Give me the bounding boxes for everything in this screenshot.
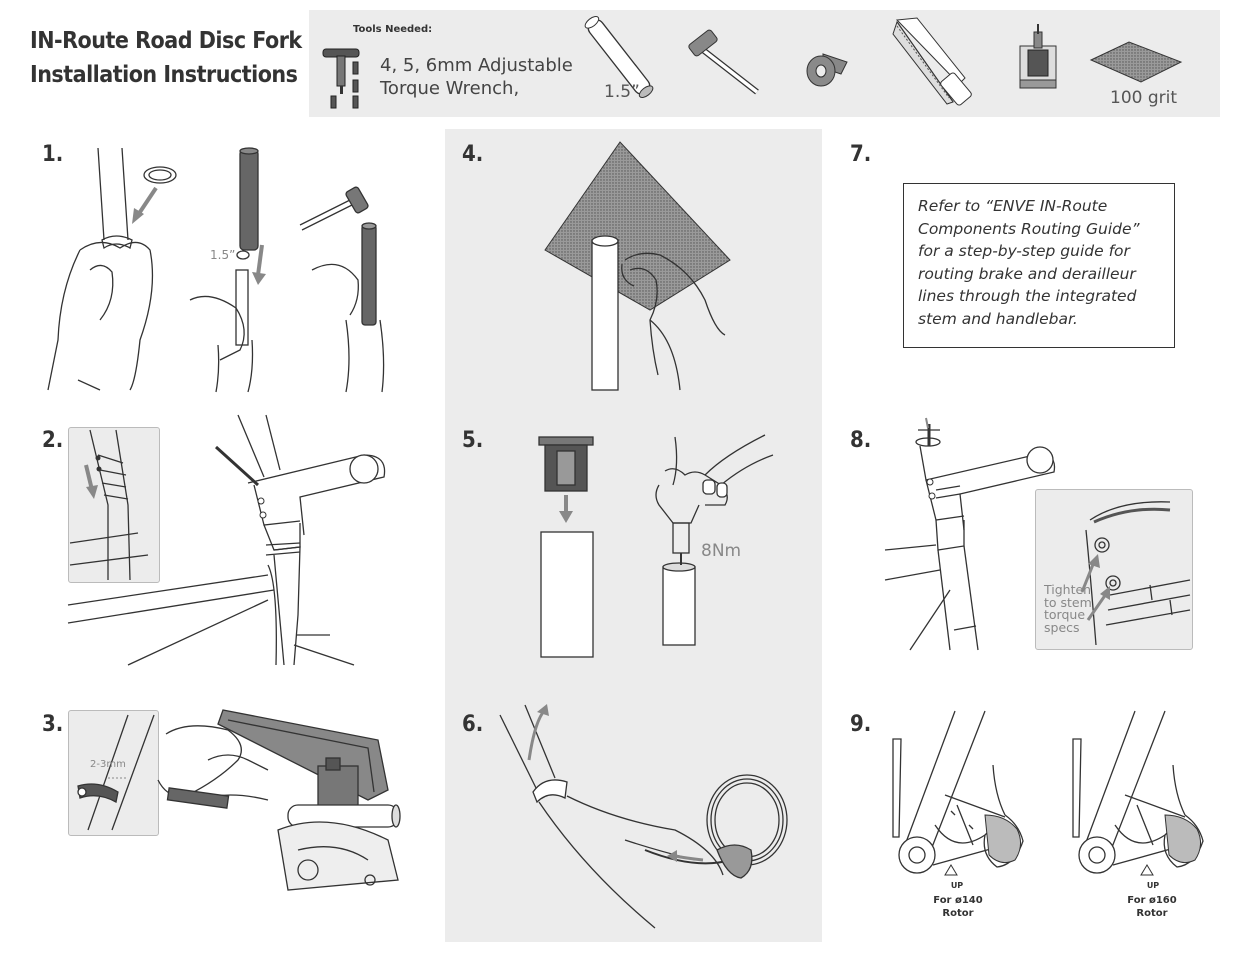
torque-wrench-icon bbox=[322, 48, 360, 109]
step-1-number: 1. bbox=[42, 142, 64, 167]
step-1-illustration: 1.5” bbox=[47, 147, 385, 393]
step-2-illustration bbox=[67, 414, 386, 666]
tape-icon bbox=[806, 53, 848, 87]
step-9-illustration bbox=[892, 710, 1204, 876]
step-9-right-up-label: UP bbox=[1146, 881, 1160, 890]
step-8-number: 8. bbox=[850, 428, 872, 453]
page-title: IN-Route Road Disc Fork Installation Ins… bbox=[30, 24, 302, 92]
step-3-cut-depth-label: 2-3mm bbox=[90, 759, 126, 770]
step-5-torque-label: 8Nm bbox=[701, 541, 741, 561]
step-9-right-caption: For ø160 Rotor bbox=[1127, 895, 1177, 919]
title-line-1: IN-Route Road Disc Fork bbox=[30, 28, 302, 54]
mallet-icon bbox=[688, 29, 759, 95]
step-8-illustration bbox=[884, 417, 1191, 651]
tools-panel: Tools Needed: 4, 5, 6mm Adjustable Torqu… bbox=[309, 10, 1220, 117]
step-4-number: 4. bbox=[462, 142, 484, 167]
step-1-depth-label: 1.5” bbox=[210, 248, 235, 262]
step-2-number: 2. bbox=[42, 428, 64, 453]
step-7-routing-guide-note: Refer to “ENVE IN-Route Components Routi… bbox=[903, 183, 1175, 348]
step-3-number: 3. bbox=[42, 712, 64, 737]
sleeve-length-label: 1.5” bbox=[604, 82, 640, 102]
step-5-illustration: 8Nm bbox=[538, 434, 774, 658]
wrench-description: 4, 5, 6mm Adjustable Torque Wrench, bbox=[380, 55, 573, 99]
step-7-number: 7. bbox=[850, 142, 872, 167]
tools-header: Tools Needed: bbox=[353, 24, 433, 35]
step-3-inset bbox=[68, 710, 159, 836]
expander-sleeve-icon bbox=[584, 15, 654, 99]
step-6-illustration bbox=[499, 704, 788, 929]
saw-guide-icon bbox=[1019, 24, 1057, 89]
step-8-tighten-label: Tighten to stem torque specs bbox=[1044, 582, 1092, 635]
step-9-number: 9. bbox=[850, 712, 872, 737]
step-2-inset bbox=[68, 427, 160, 583]
step-4-illustration bbox=[544, 141, 731, 391]
sandpaper-icon bbox=[1089, 41, 1183, 83]
sandpaper-grit-label: 100 grit bbox=[1110, 88, 1178, 108]
step-5-number: 5. bbox=[462, 428, 484, 453]
step-3-illustration: 2-3mm bbox=[77, 709, 401, 891]
step-9-left-caption: For ø140 Rotor bbox=[933, 895, 983, 919]
step-6-number: 6. bbox=[462, 712, 484, 737]
hacksaw-icon bbox=[892, 17, 972, 106]
step-9-left-up-label: UP bbox=[950, 881, 964, 890]
title-line-2: Installation Instructions bbox=[30, 62, 298, 88]
